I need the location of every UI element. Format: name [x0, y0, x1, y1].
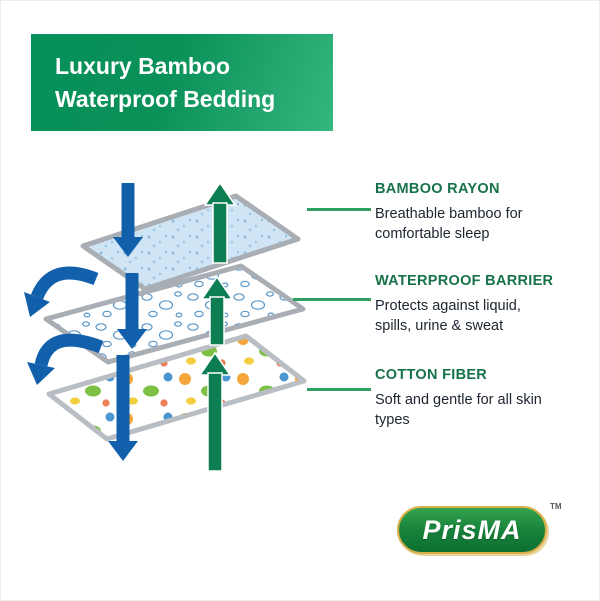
callout-waterproof-barrier: WATERPROOF BARRIER Protects against liqu…: [375, 273, 575, 337]
connector-line-waterproof-barrier: [293, 298, 371, 301]
bamboo-rayon-sheet: [80, 193, 301, 292]
cotton-fiber-title: COTTON FIBER: [375, 367, 488, 383]
waterproof-barrier-title: WATERPROOF BARRIER: [375, 273, 554, 289]
connector-line-bamboo-rayon: [307, 208, 371, 211]
layers-diagram: [24, 181, 307, 472]
waterproof-barrier-desc: Protects against liquid, spills, urine &…: [375, 298, 521, 335]
connector-line-cotton-fiber: [307, 388, 371, 391]
cotton-fiber-sheet: [46, 333, 307, 442]
callout-bamboo-rayon: BAMBOO RAYON Breathable bamboo for comfo…: [375, 181, 575, 245]
callout-cotton-fiber: COTTON FIBER Soft and gentle for all ski…: [375, 367, 575, 431]
page-title-line2: Waterproof Bedding: [55, 85, 276, 112]
bamboo-rayon-title: BAMBOO RAYON: [375, 181, 500, 197]
title-banner: Luxury Bamboo Waterproof Bedding: [31, 34, 333, 131]
trademark-symbol: TM: [550, 502, 562, 511]
page-title-line1: Luxury Bamboo: [55, 53, 231, 80]
cotton-fiber-desc: Soft and gentle for all skin types: [375, 392, 542, 429]
up-arrow-icon: [198, 181, 237, 472]
bamboo-rayon-desc: Breathable bamboo for comfortable sleep: [375, 206, 523, 243]
brand-logo-text: PrisMA: [422, 514, 522, 545]
curved-arrow-icon: [24, 266, 104, 385]
brand-logo: PrisMA: [397, 506, 547, 554]
down-arrow-icon: [108, 183, 147, 461]
